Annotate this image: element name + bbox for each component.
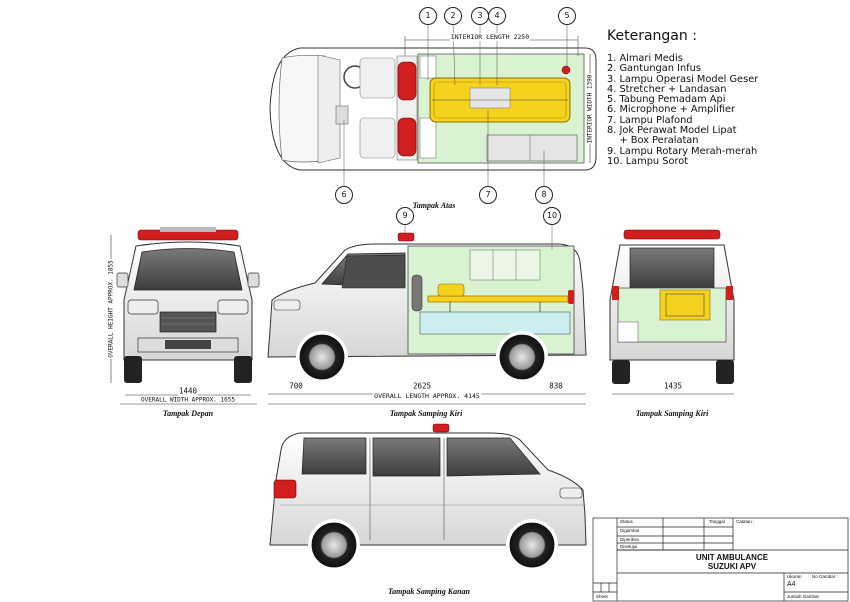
legend-item: 2. Gantungan Infus <box>607 63 701 75</box>
legend-item: + Box Peralatan <box>607 135 699 147</box>
tb-title-line1: UNIT AMBULANCE <box>695 553 769 562</box>
tb-size-value: A4 <box>787 581 796 588</box>
legend-item: 5. Tabung Pemadam Api <box>607 94 726 106</box>
right-side-view <box>269 423 587 571</box>
caption-right-view: Tampak Samping Kanan <box>388 587 470 596</box>
dim-overall-length: OVERALL LENGTH APPROX. 4145 <box>373 392 481 400</box>
caption-top-view: Tampak Atas <box>412 201 456 210</box>
legend-item: 9. Lampu Rotary Merah-merah <box>607 145 758 157</box>
dim-overall-width: OVERALL WIDTH APPROX. 1655 <box>140 396 236 404</box>
legend-item: 7. Lampu Plafond <box>607 114 693 126</box>
callout-2: 2 <box>444 7 462 25</box>
caption-front-view: Tampak Depan <box>162 409 214 418</box>
tb-signed-label: Digambar <box>620 528 640 533</box>
tb-checked-label: Diperiksa <box>620 537 639 542</box>
legend: Keterangan : 1. Almari Medis 2. Gantunga… <box>607 28 847 167</box>
front-view <box>110 227 260 405</box>
tb-sheet-label: Sheet <box>596 594 608 599</box>
dim-wheelbase: 2625 <box>411 381 433 391</box>
tb-status-label: Status <box>620 519 633 524</box>
legend-item: 10. Lampu Sorot <box>607 155 689 167</box>
tb-drawing-no-label: No Gambar : <box>812 574 838 579</box>
legend-item: 4. Stretcher + Landasan <box>607 83 727 95</box>
dim-rear-track: 1435 <box>662 381 684 391</box>
dim-overall-height: OVERALL HEIGHT APPROX. 1855 <box>107 259 115 359</box>
dim-rear-overhang: 830 <box>548 381 564 391</box>
legend-title: Keterangan : <box>607 28 697 44</box>
legend-item: 6. Microphone + Amplifier <box>607 104 736 116</box>
caption-rear-view: Tampak Samping Kiri <box>635 409 709 418</box>
callout-4: 4 <box>488 7 506 25</box>
legend-item: 1. Almari Medis <box>607 53 683 64</box>
callout-9: 9 <box>396 207 414 225</box>
legend-item: 3. Lampu Operasi Model Geser <box>607 73 759 85</box>
tb-date-label: Tanggal <box>709 519 725 524</box>
tb-approved-label: Disetujui <box>620 544 638 549</box>
callout-5: 5 <box>558 7 576 25</box>
rear-view <box>609 229 735 395</box>
dim-interior-width: INTERIOR WIDTH 1390 <box>586 73 594 145</box>
callout-3: 3 <box>471 7 489 25</box>
tb-total-label: Jumlah Gambar <box>787 594 820 599</box>
callout-7: 7 <box>479 186 497 204</box>
callout-10: 10 <box>543 207 561 225</box>
caption-left-view: Tampak Samping Kiri <box>389 409 463 418</box>
top-view <box>269 23 597 187</box>
legend-item: 8. Jok Perawat Model Lipat <box>607 125 737 137</box>
tb-notes-label: Catatan : <box>736 519 755 524</box>
dim-front-overhang: 700 <box>288 381 304 391</box>
callout-8: 8 <box>535 186 553 204</box>
callout-1: 1 <box>419 7 437 25</box>
tb-size-label: Ukuran <box>787 574 802 579</box>
callout-6: 6 <box>335 186 353 204</box>
left-side-view <box>267 222 587 405</box>
dim-interior-length: INTERIOR LENGTH 2250 <box>449 33 531 41</box>
title-block-frame <box>592 517 849 602</box>
dim-front-track: 1440 <box>177 386 199 396</box>
tb-title-line2: SUZUKI APV <box>707 562 757 571</box>
